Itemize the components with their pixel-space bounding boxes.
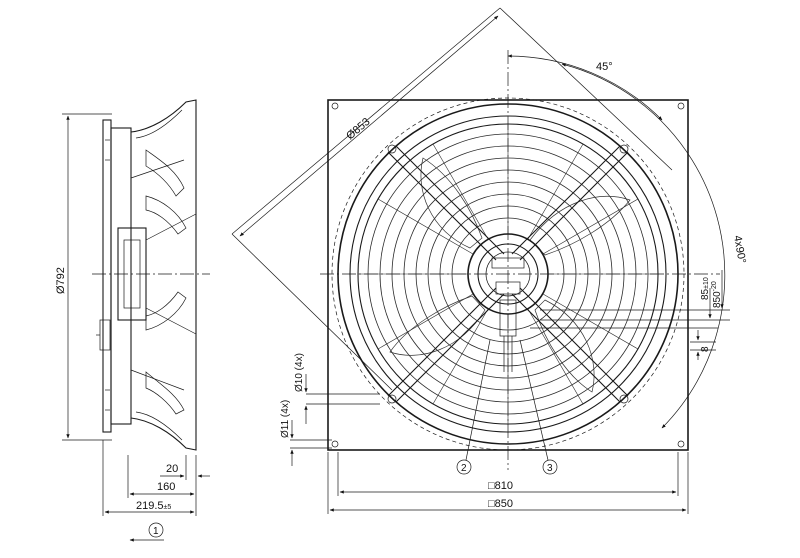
- label-dim-20: 20: [166, 463, 178, 475]
- dim-left-holes: Ø10 (4x) Ø11 (4x): [280, 353, 380, 466]
- label-dim-11-4x: Ø11 (4x): [280, 400, 291, 438]
- label-dim-850-tol: 850-20: [711, 281, 723, 308]
- label-dim-160: 160: [157, 481, 175, 493]
- side-view: [92, 99, 210, 451]
- label-dim-219: 219.5±5: [136, 500, 171, 512]
- label-square-810: □810: [488, 480, 513, 492]
- label-angle-45: 45°: [596, 61, 613, 73]
- dim-angle-4x90: 4x90°: [561, 63, 748, 429]
- front-view: [320, 50, 720, 470]
- dim-side-bottom: 20 160 219.5±5 1: [102, 440, 210, 542]
- callouts-front: 2 3: [456, 339, 558, 475]
- callout-3: 3: [547, 463, 553, 474]
- callout-2: 2: [461, 463, 467, 474]
- dim-front-bottom: □810 □850: [327, 452, 689, 514]
- callout-1: 1: [153, 526, 159, 537]
- label-angle-4x90: 4x90°: [731, 234, 748, 264]
- dim-right-small: 850-20 85±10 8: [530, 270, 730, 360]
- label-diameter-792: Ø792: [55, 267, 67, 294]
- label-dim-10-4x: Ø10 (4x): [294, 353, 305, 392]
- label-dim-8: 8: [700, 346, 711, 352]
- label-square-850: □850: [488, 498, 513, 510]
- label-dim-85-tol: 85±10: [700, 277, 711, 300]
- fan-blades: [389, 157, 631, 393]
- dim-diameter-792: Ø792: [55, 113, 112, 441]
- label-diameter-853: Ø853: [344, 116, 372, 142]
